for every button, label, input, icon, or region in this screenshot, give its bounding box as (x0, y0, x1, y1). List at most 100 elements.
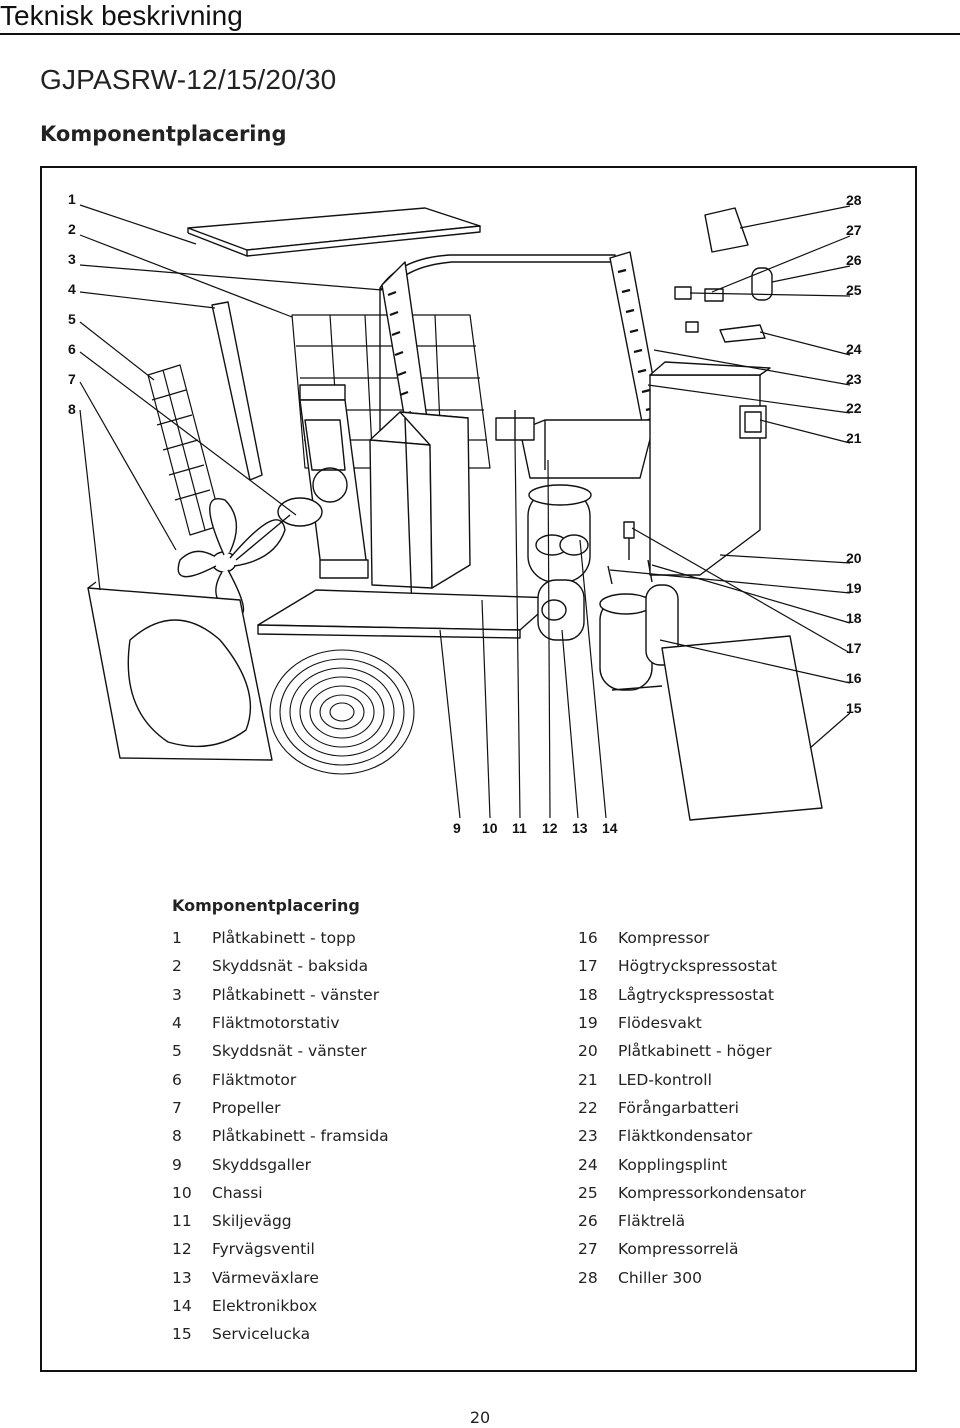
callout-8: 8 (68, 401, 76, 417)
service-hatch-drawing (661, 635, 823, 821)
callout-24: 24 (846, 341, 862, 357)
grille-drawing (269, 649, 415, 775)
callout-21: 21 (846, 430, 862, 446)
legend-item: 18 Lågtryckspressostat (578, 981, 806, 1009)
legend-label: Kompressorkondensator (618, 1183, 806, 1202)
legend-label: Servicelucka (212, 1325, 311, 1344)
legend-item: 7 Propeller (172, 1094, 389, 1122)
callout-7: 7 (68, 371, 76, 387)
legend-number: 11 (172, 1212, 192, 1231)
callout-15: 15 (846, 700, 862, 716)
diagram-frame (40, 166, 917, 1372)
legend-item: 21 LED-kontroll (578, 1065, 806, 1093)
legend-label: Skyddsnät - baksida (212, 957, 369, 976)
heat-exchanger-drawing (527, 484, 592, 641)
legend-label: Kompressor (618, 929, 710, 948)
callout-6: 6 (68, 341, 76, 357)
model-title: GJPASRW-12/15/20/30 (40, 64, 337, 95)
legend-number: 18 (578, 985, 598, 1004)
legend-number: 23 (578, 1127, 598, 1146)
legend-number: 3 (172, 985, 182, 1004)
legend-item: 17 Högtryckspressostat (578, 952, 806, 980)
callout-22: 22 (846, 400, 862, 416)
legend-label: Högtryckspressostat (618, 957, 777, 976)
legend-number: 2 (172, 957, 182, 976)
chassis-drawing (257, 589, 557, 639)
legend-number: 22 (578, 1098, 598, 1117)
legend-label: Propeller (212, 1098, 281, 1117)
callout-leader-lines (79, 204, 851, 819)
callout-26: 26 (846, 252, 862, 268)
legend-label: Fläktrelä (618, 1212, 686, 1231)
legend-item: 6 Fläktmotor (172, 1065, 389, 1093)
legend-label: Skyddsnät - vänster (212, 1042, 367, 1061)
partition-wall-drawing (369, 411, 471, 611)
callout-18: 18 (846, 610, 862, 626)
callout-14: 14 (602, 820, 618, 836)
legend-label: Chiller 300 (618, 1268, 702, 1287)
exploded-view-diagram (79, 204, 851, 821)
callout-17: 17 (846, 640, 862, 656)
legend-label: Förångarbatteri (618, 1098, 739, 1117)
legend-number: 9 (172, 1155, 182, 1174)
page-header-title: Teknisk beskrivning (0, 0, 243, 31)
pressure-switches-drawing (607, 521, 653, 585)
callout-13: 13 (572, 820, 588, 836)
legend-label: Plåtkabinett - framsida (212, 1127, 389, 1146)
legend-label: Flödesvakt (618, 1014, 702, 1033)
callout-20: 20 (846, 550, 862, 566)
drain-tray-drawing (519, 419, 656, 479)
callout-23: 23 (846, 371, 862, 387)
callout-16: 16 (846, 670, 862, 686)
legend-title: Komponentplacering (172, 896, 360, 915)
legend-number: 6 (172, 1070, 182, 1089)
legend-number: 12 (172, 1240, 192, 1259)
page-number: 20 (469, 1408, 491, 1427)
legend-item: 12 Fyrvägsventil (172, 1235, 389, 1263)
callout-19: 19 (846, 580, 862, 596)
callout-25: 25 (846, 282, 862, 298)
legend-number: 17 (578, 957, 598, 976)
legend-number: 10 (172, 1183, 192, 1202)
callout-10: 10 (482, 820, 498, 836)
compressor-drawing (599, 584, 679, 691)
legend-number: 13 (172, 1268, 192, 1287)
legend-item: 11 Skiljevägg (172, 1207, 389, 1235)
legend-item: 22 Förångarbatteri (578, 1094, 806, 1122)
legend-label: Chassi (212, 1183, 263, 1202)
callout-4: 4 (68, 281, 76, 297)
header-rule (0, 33, 960, 35)
legend-number: 21 (578, 1070, 598, 1089)
legend-label: Plåtkabinett - topp (212, 929, 356, 948)
legend-item: 10 Chassi (172, 1179, 389, 1207)
callout-2: 2 (68, 221, 76, 237)
legend-label: LED-kontroll (618, 1070, 712, 1089)
legend-label: Skiljevägg (212, 1212, 292, 1231)
four-way-valve-drawing (495, 410, 535, 441)
callout-28: 28 (846, 192, 862, 208)
legend-number: 4 (172, 1014, 182, 1033)
legend-label: Plåtkabinett - höger (618, 1042, 772, 1061)
legend-label: Fläktmotor (212, 1070, 297, 1089)
legend-label: Lågtryckspressostat (618, 985, 774, 1004)
legend-item: 2 Skyddsnät - baksida (172, 952, 389, 980)
legend-number: 26 (578, 1212, 598, 1231)
legend-label: Fyrvägsventil (212, 1240, 315, 1259)
legend-number: 7 (172, 1098, 182, 1117)
